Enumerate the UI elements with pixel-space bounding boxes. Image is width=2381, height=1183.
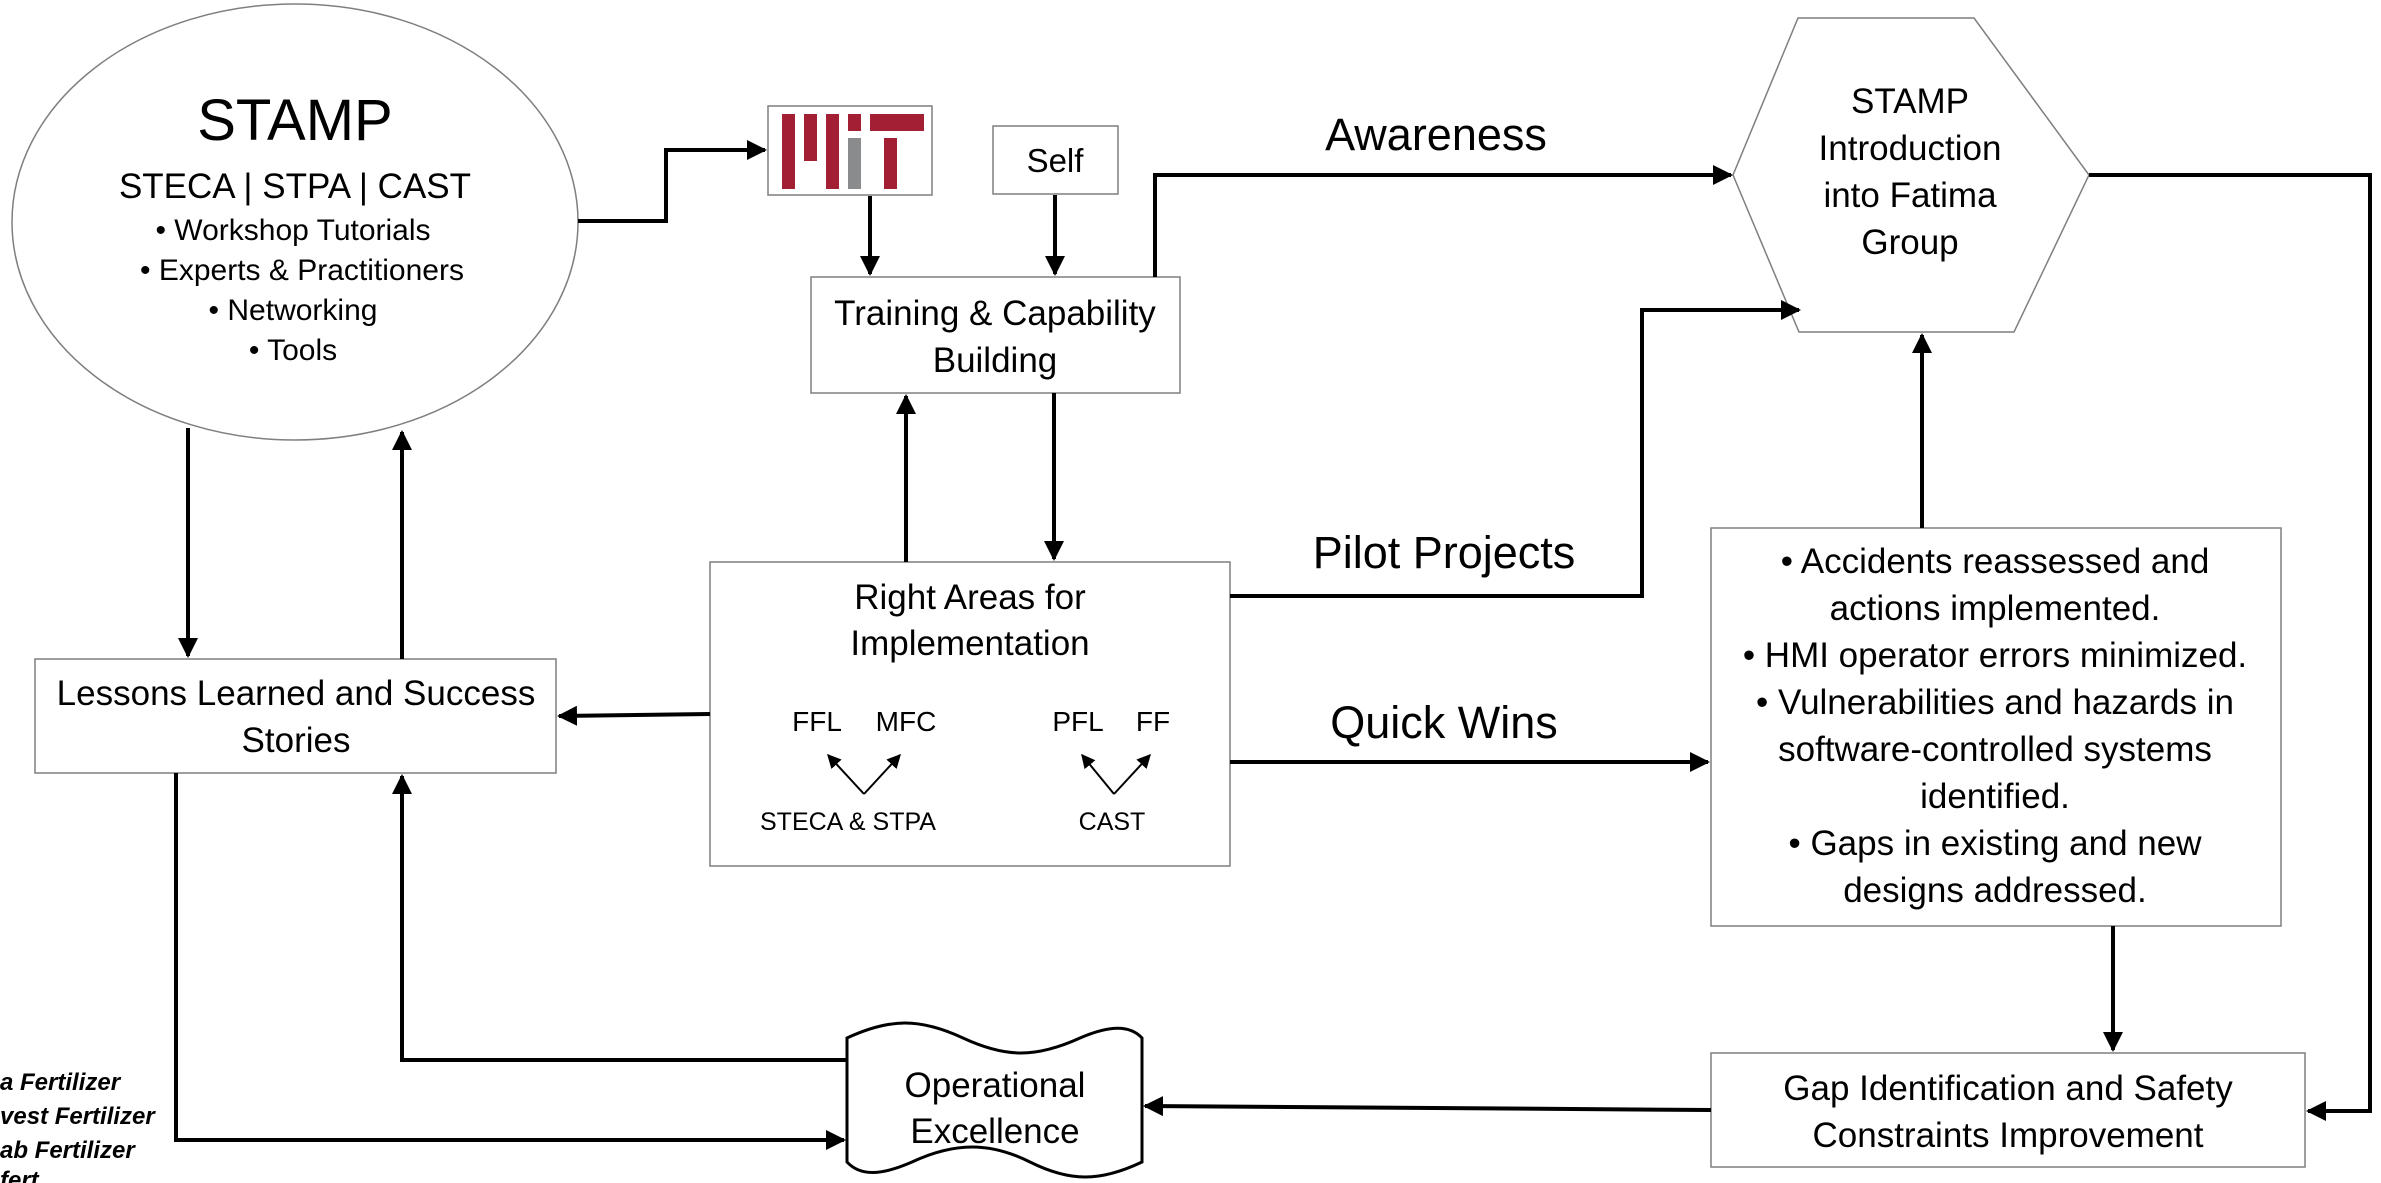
- stamp-bullet-workshop: • Workshop Tutorials: [155, 214, 430, 247]
- training-node: Training & Capability Building: [810, 276, 1181, 394]
- outcome-line-8: designs addressed.: [1843, 871, 2147, 910]
- gap-label-line1: Gap Identification and Safety: [1783, 1069, 2233, 1108]
- stamp-title: STAMP: [197, 88, 393, 153]
- operational-label-line2: Excellence: [910, 1112, 1079, 1151]
- outcome-line-1: • Accidents reassessed and: [1781, 542, 2210, 581]
- self-node: Self: [992, 125, 1119, 195]
- stamp-bullet-experts: • Experts & Practitioners: [140, 254, 464, 287]
- lessons-box: [34, 658, 557, 774]
- training-to-intro-awareness-arrow: [1153, 165, 1733, 277]
- lessons-to-operational-arrow: [174, 773, 846, 1150]
- training-label-line1: Training & Capability: [834, 294, 1156, 333]
- operational-node: Operational Excellence: [845, 1021, 1144, 1179]
- gap-node: Gap Identification and Safety Constraint…: [1710, 1052, 2306, 1168]
- operational-label-line1: Operational: [905, 1066, 1086, 1105]
- lessons-label-line2: Stories: [242, 721, 351, 760]
- intro-label-line3: into Fatima: [1823, 176, 1997, 215]
- mfc-label: MFC: [876, 706, 937, 737]
- mit-logo-bar-m2: [804, 114, 817, 161]
- operational-banner: [845, 1021, 1144, 1179]
- mit-logo-bar-m3: [826, 114, 839, 189]
- right-areas-label-line2: Implementation: [850, 624, 1089, 663]
- stamp-bullet-networking: • Networking: [209, 294, 378, 327]
- training-box: [810, 276, 1181, 394]
- training-label-line2: Building: [933, 341, 1058, 380]
- gap-label-line2: Constraints Improvement: [1813, 1116, 2204, 1155]
- quick-wins-label: Quick Wins: [1330, 697, 1558, 748]
- mit-logo: [767, 105, 933, 196]
- intro-node: STAMP Introduction into Fatima Group: [1732, 17, 2090, 333]
- steca-to-ffl-arrow: [827, 753, 865, 795]
- stamp-ellipse-node: STAMP STECA | STPA | CAST • Workshop Tut…: [11, 3, 579, 441]
- stamp-bullet-tools: • Tools: [249, 334, 337, 367]
- intro-hexagon: [1732, 17, 2090, 333]
- gap-box: [1710, 1052, 2306, 1168]
- outcome-line-6: identified.: [1920, 777, 2070, 816]
- legend-line-2: vest Fertilizer: [0, 1103, 156, 1130]
- intro-label-line1: STAMP: [1851, 82, 1969, 121]
- mit-logo-t-bar: [870, 114, 924, 131]
- cast-to-pfl-arrow: [1081, 753, 1115, 795]
- awareness-label: Awareness: [1325, 109, 1547, 160]
- lessons-node: Lessons Learned and Success Stories: [34, 658, 557, 774]
- stamp-to-mit-arrow: [578, 140, 767, 223]
- mit-logo-i-dot: [848, 114, 861, 131]
- cast-to-ff-arrow: [1113, 753, 1151, 795]
- operational-to-lessons-arrow: [392, 774, 847, 1062]
- steca-to-mfc-arrow: [863, 753, 901, 795]
- ffl-label: FFL: [792, 706, 842, 737]
- mit-logo-i-stem: [848, 138, 861, 189]
- intro-label-line2: Introduction: [1819, 129, 2002, 168]
- stamp-subtitle: STECA | STPA | CAST: [119, 167, 471, 206]
- outcome-line-3: • HMI operator errors minimized.: [1743, 636, 2247, 675]
- pilot-projects-arrow: [1230, 300, 1801, 598]
- mit-logo-bar-m1: [782, 114, 795, 189]
- outcomes-box: [1710, 527, 2282, 927]
- legend-line-4: fert: [0, 1167, 40, 1183]
- pfl-label: PFL: [1052, 706, 1103, 737]
- steca-stpa-label: STECA & STPA: [760, 808, 936, 836]
- pilot-projects-label: Pilot Projects: [1313, 527, 1576, 578]
- right-areas-label-line1: Right Areas for: [854, 578, 1086, 617]
- ff-label: FF: [1136, 706, 1170, 737]
- outcome-line-2: actions implemented.: [1830, 589, 2161, 628]
- gap-to-operational-arrow: [1143, 1096, 1712, 1117]
- legend-line-3: ab Fertilizer: [0, 1137, 136, 1164]
- lessons-label-line1: Lessons Learned and Success: [57, 674, 536, 713]
- outcome-line-5: software-controlled systems: [1778, 730, 2212, 769]
- intro-to-gap-arrow: [2089, 173, 2372, 1121]
- outcome-line-7: • Gaps in existing and new: [1788, 824, 2202, 863]
- cast-label: CAST: [1079, 808, 1146, 836]
- self-box: [992, 125, 1119, 195]
- right-areas-node: Right Areas for Implementation FFL MFC P…: [709, 561, 1231, 867]
- legend-line-1: a Fertilizer: [0, 1069, 122, 1096]
- outcomes-node: • Accidents reassessed and actions imple…: [1710, 527, 2282, 927]
- outcome-line-4: • Vulnerabilities and hazards in: [1756, 683, 2234, 722]
- right-areas-box: [709, 561, 1231, 867]
- intro-label-line4: Group: [1861, 223, 1958, 262]
- legend-fragments: a Fertilizer vest Fertilizer ab Fertiliz…: [0, 1069, 156, 1183]
- self-label: Self: [1027, 142, 1085, 179]
- mit-logo-t-stem: [884, 138, 897, 189]
- right-areas-to-lessons-arrow: [557, 705, 711, 726]
